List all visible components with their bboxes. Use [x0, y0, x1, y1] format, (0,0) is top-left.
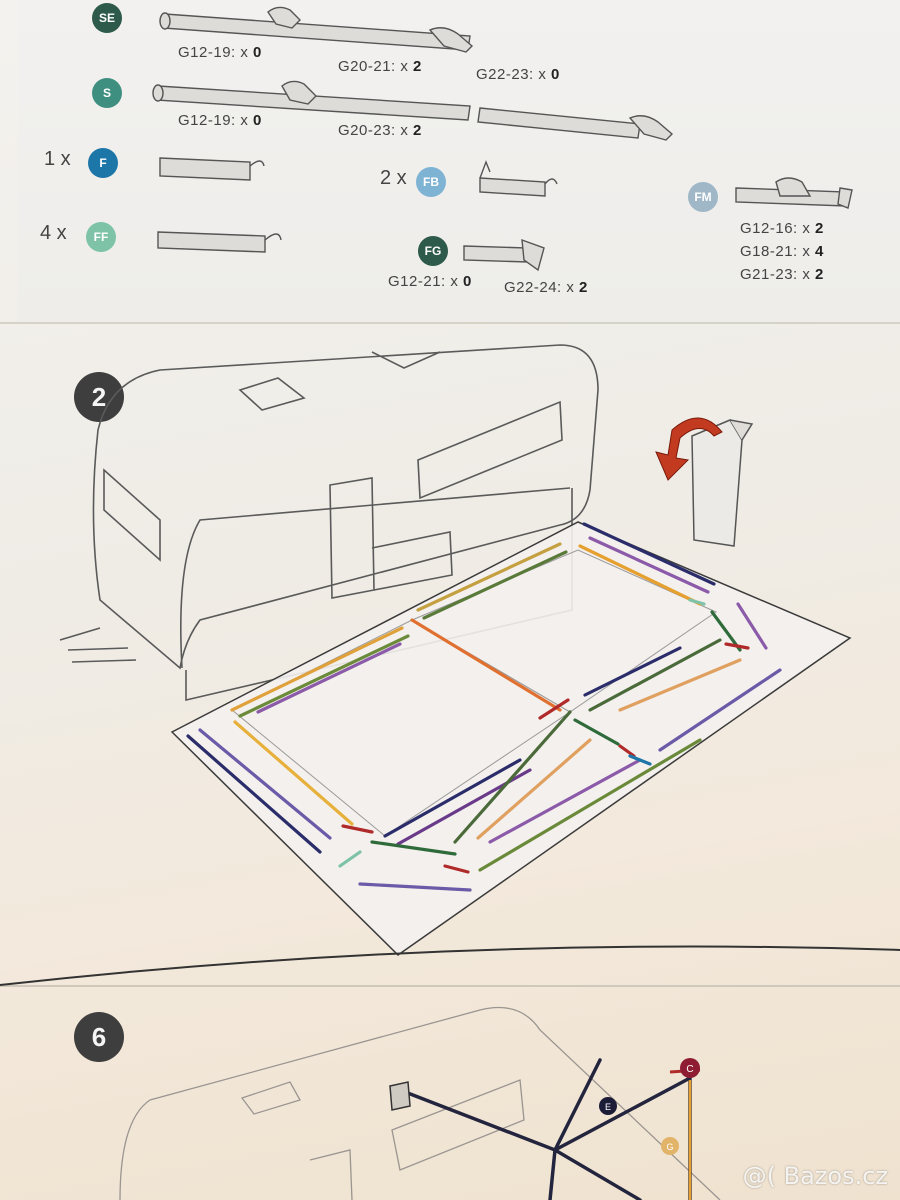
- pole-illustrations: [152, 6, 853, 272]
- fm-quantity-g12-16: G12-16: x 2: [740, 220, 824, 237]
- step-6-number: 6: [74, 1012, 124, 1062]
- badge-fm: FM: [688, 182, 718, 212]
- se-quantity-g12-19: G12-19: x 0: [178, 44, 262, 61]
- step-2-diagram: [0, 344, 900, 986]
- fold-line: [0, 985, 900, 987]
- marker-e: [599, 1097, 617, 1115]
- s-quantity-g12-19: G12-19: x 0: [178, 112, 262, 129]
- fm-quantity-g21-23: G21-23: x 2: [740, 266, 824, 283]
- ground-sheet: [170, 521, 852, 956]
- badge-f: F: [88, 148, 118, 178]
- fg-quantity-g12-21: G12-21: x 0: [388, 273, 472, 290]
- watermark: @( Bazos.cz: [742, 1162, 888, 1190]
- badge-fg: FG: [418, 236, 448, 266]
- marker-e-label: E: [605, 1102, 611, 1112]
- badge-fb: FB: [416, 167, 446, 197]
- fold-line: [0, 322, 900, 324]
- fixing-bracket-icon: [389, 1081, 411, 1111]
- fb-multiplier: 2 x: [380, 167, 407, 189]
- badge-se: SE: [92, 3, 122, 33]
- step-2-number: 2: [74, 372, 124, 422]
- fm-quantity-g18-21: G18-21: x 4: [740, 243, 824, 260]
- se-quantity-g20-21: G20-21: x 2: [338, 58, 422, 75]
- badge-s: S: [92, 78, 122, 108]
- caravan-outline-faded: [119, 1006, 721, 1200]
- ff-multiplier: 4 x: [40, 222, 67, 244]
- pole-layout-lines: [186, 522, 782, 892]
- pole-bag: [691, 419, 754, 547]
- fg-quantity-g22-24: G22-24: x 2: [504, 279, 588, 296]
- remove-arrow-icon: [655, 417, 723, 481]
- marker-c: [680, 1058, 700, 1078]
- se-quantity-g22-23: G22-23: x 0: [476, 66, 560, 83]
- marker-g-label: G: [666, 1142, 673, 1152]
- marker-c-label: C: [686, 1064, 693, 1075]
- marker-g: [661, 1137, 679, 1155]
- f-multiplier: 1 x: [44, 148, 71, 170]
- s-quantity-g20-23: G20-23: x 2: [338, 122, 422, 139]
- badge-ff: FF: [86, 222, 116, 252]
